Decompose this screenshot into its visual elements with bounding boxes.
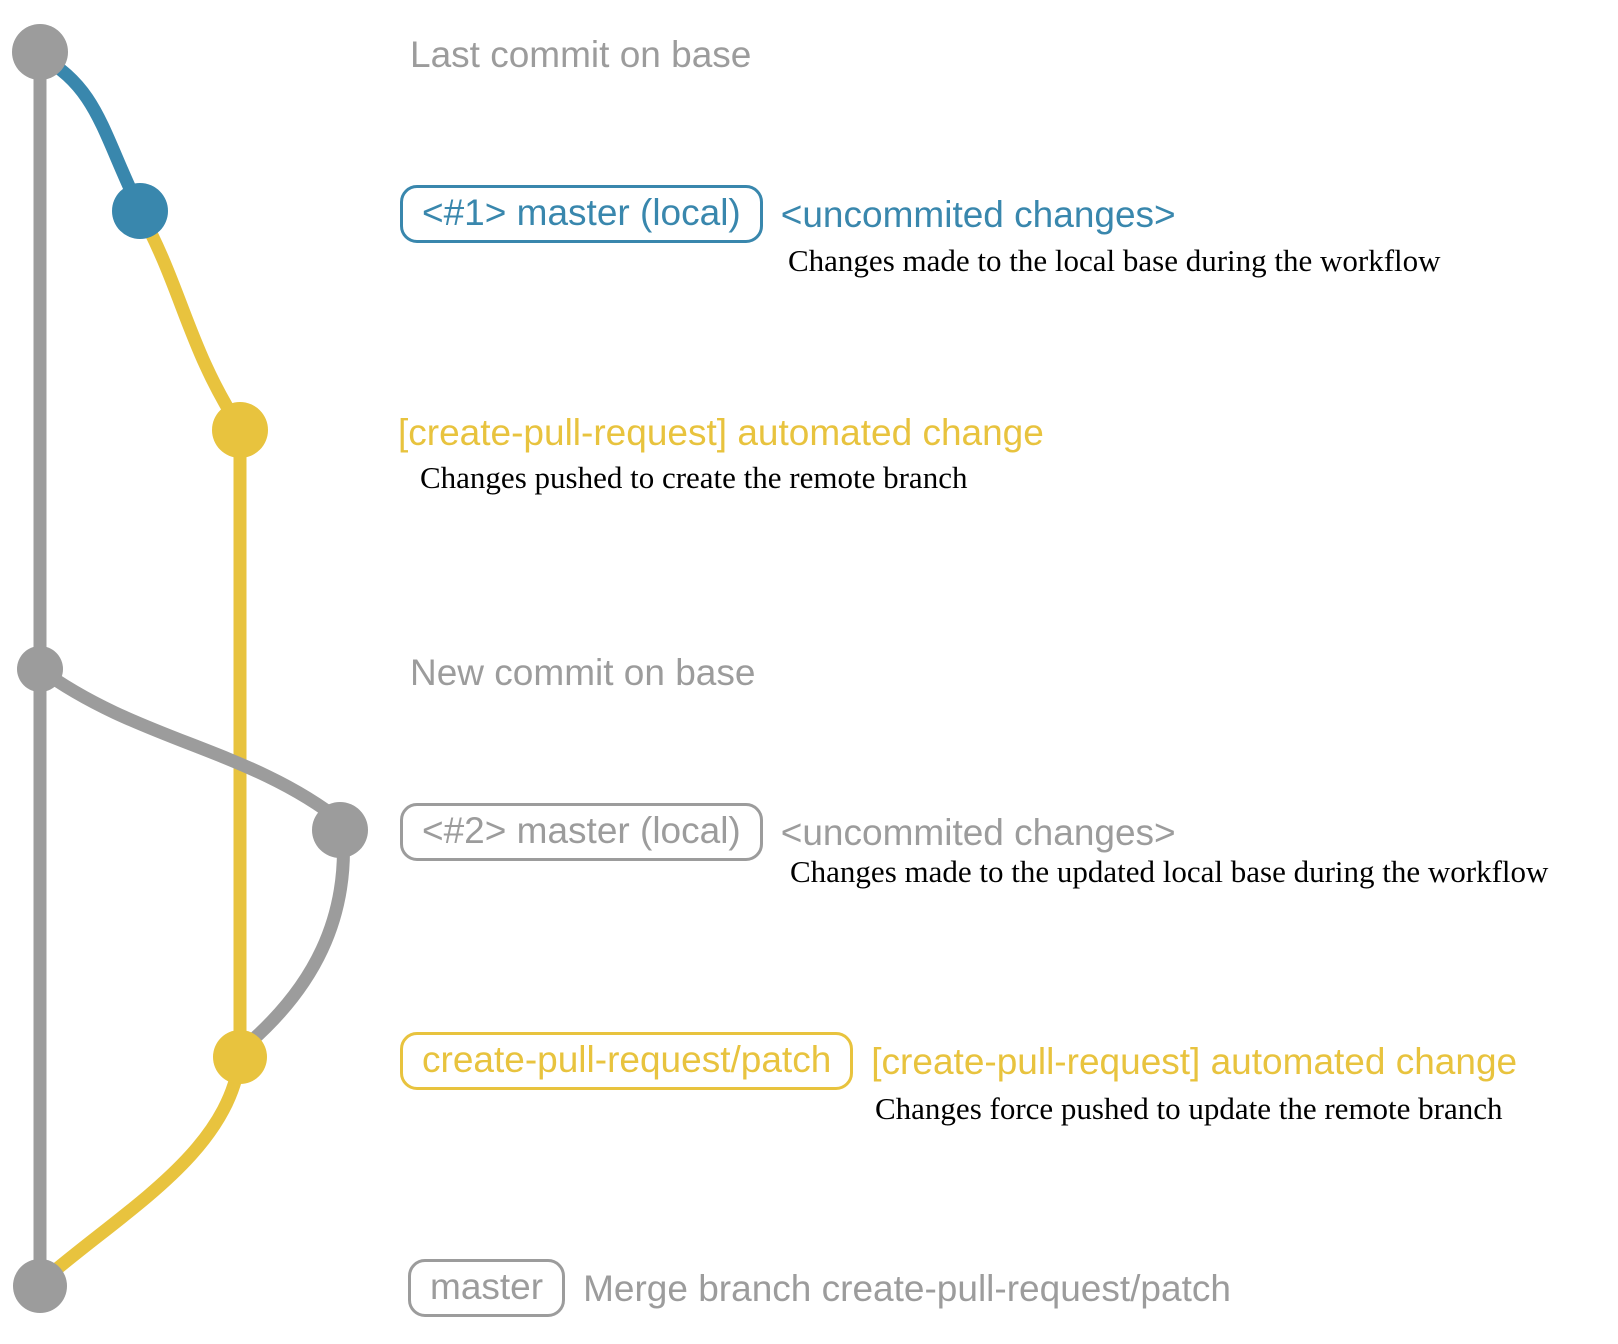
commit-graph — [12, 24, 368, 1313]
commit-dot-patch-2 — [213, 1030, 267, 1084]
local-branch-2-merge-line — [241, 815, 350, 1051]
row-patch-1: [create-pull-request] automated change — [398, 402, 1044, 462]
commit-description: Changes pushed to create the remote bran… — [420, 460, 968, 495]
commit-message: [create-pull-request] automated change — [398, 411, 1044, 453]
patch-branch-upper-line — [133, 205, 247, 435]
branch-badge-local-1: <#1> master (local) — [400, 185, 763, 243]
patch-merge-line — [39, 1051, 247, 1285]
row-local-1: <#1> master (local) <uncommited changes> — [400, 184, 1176, 244]
commit-message: <uncommited changes> — [780, 811, 1176, 853]
commit-message: New commit on base — [410, 651, 756, 693]
commit-dot-last-base — [12, 24, 68, 80]
commit-dot-local-2 — [312, 802, 368, 858]
row-new-commit: New commit on base — [410, 642, 755, 702]
row-merge: master Merge branch create-pull-request/… — [408, 1258, 1231, 1318]
row-local-2: <#2> master (local) <uncommited changes> — [400, 802, 1176, 862]
row-patch-2: create-pull-request/patch [create-pull-r… — [400, 1031, 1517, 1091]
branch-badge-patch: create-pull-request/patch — [400, 1032, 854, 1090]
commit-dot-local-1 — [112, 183, 168, 239]
commit-message: Merge branch create-pull-request/patch — [583, 1267, 1231, 1309]
local-branch-1-line — [33, 49, 147, 217]
commit-description: Changes force pushed to update the remot… — [875, 1091, 1503, 1126]
commit-message: [create-pull-request] automated change — [871, 1040, 1518, 1082]
commit-dot-new-base — [17, 646, 63, 692]
commit-message: Last commit on base — [410, 33, 752, 75]
commit-dot-patch-1 — [212, 402, 268, 458]
commit-dot-merge — [13, 1259, 67, 1313]
row-last-commit: Last commit on base — [410, 24, 751, 84]
local-branch-2-line — [33, 662, 349, 829]
commit-message: <uncommited changes> — [780, 193, 1176, 235]
commit-description: Changes made to the local base during th… — [788, 243, 1441, 278]
branch-badge-local-2: <#2> master (local) — [400, 803, 763, 861]
commit-description: Changes made to the updated local base d… — [790, 854, 1549, 889]
branch-badge-master: master — [408, 1259, 566, 1317]
